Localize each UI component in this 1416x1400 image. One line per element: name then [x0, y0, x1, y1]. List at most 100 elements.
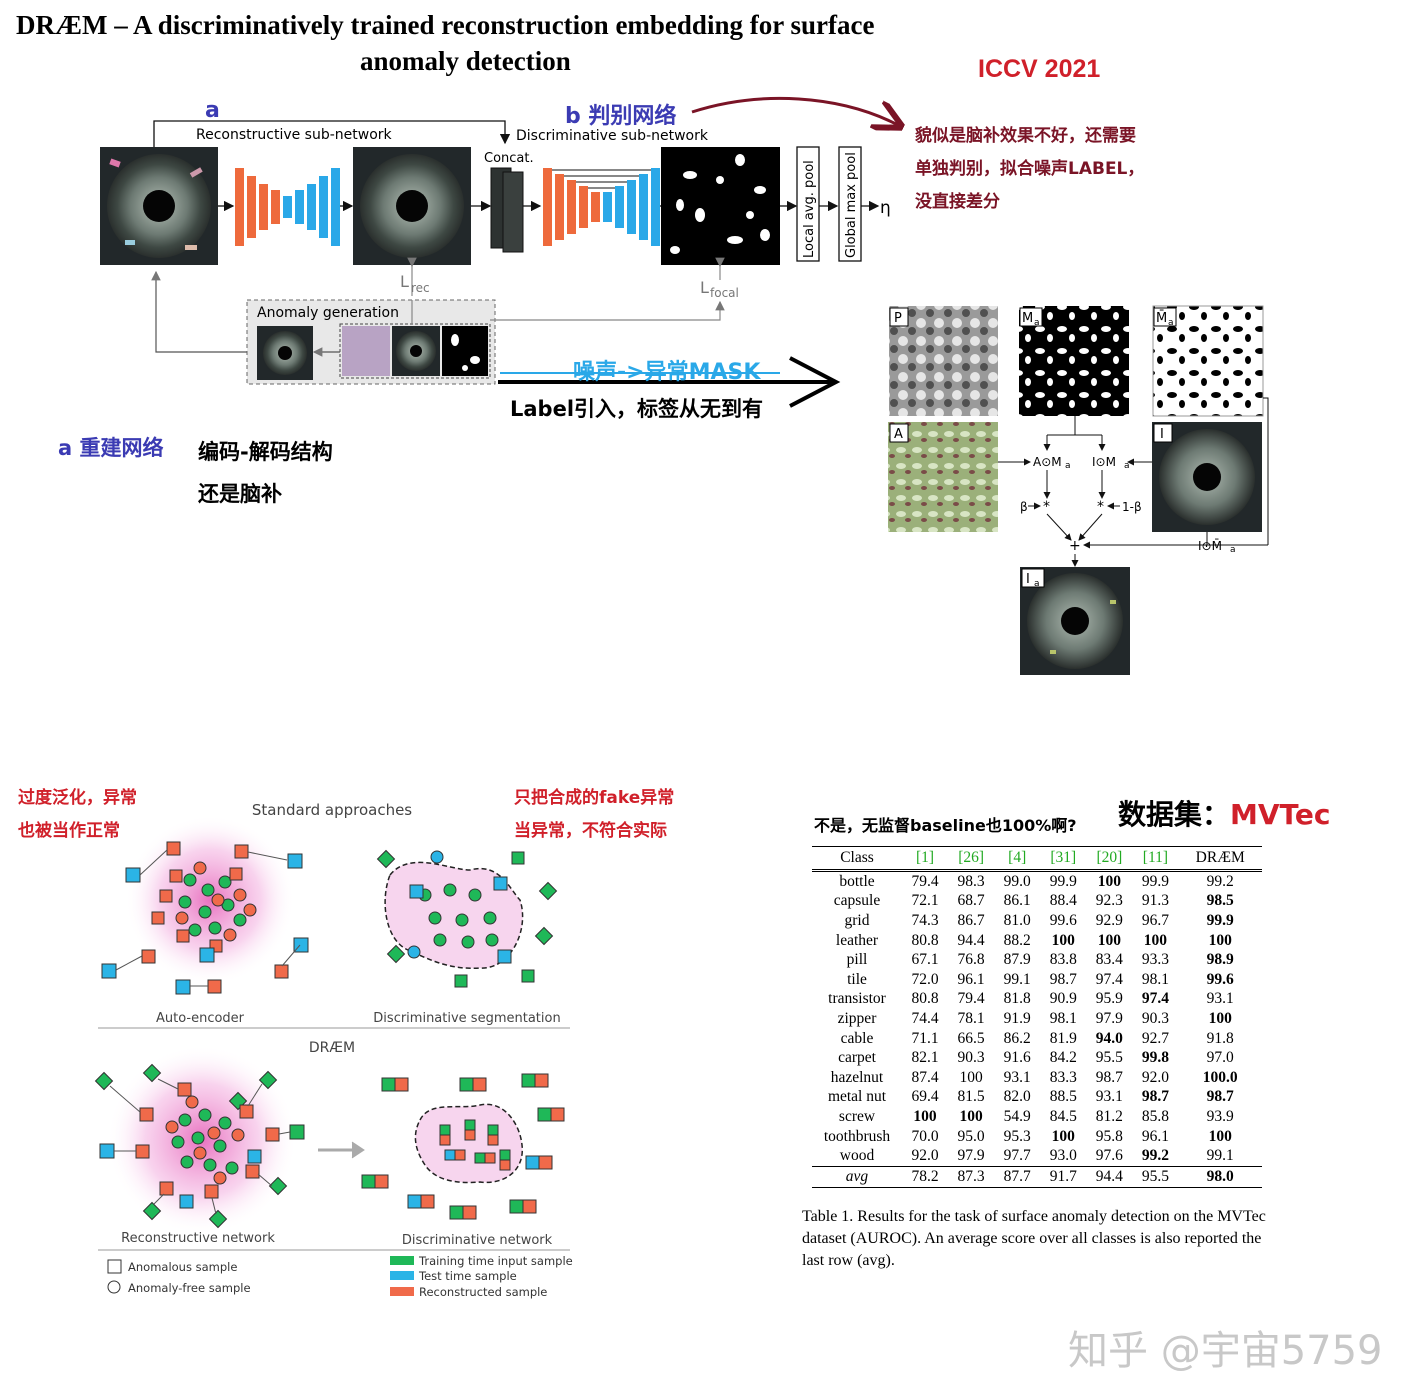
table-cell: 100	[959, 1068, 983, 1086]
table-cell: 67.1	[911, 951, 939, 969]
right-note: 只把合成的fake异常 当异常，不符合实际	[514, 782, 674, 848]
table-cell: 92.9	[1095, 911, 1123, 929]
table-cell: 72.0	[911, 970, 939, 988]
ma-label-subscript: a	[1034, 318, 1040, 328]
i-label: I	[1160, 427, 1164, 442]
table-cell: 91.9	[1003, 1009, 1031, 1027]
table-cell: 82.0	[1003, 1088, 1031, 1106]
table-cell: 95.8	[1095, 1127, 1123, 1145]
table-cell: 100	[959, 1107, 983, 1125]
table-cell: 91.8	[1206, 1029, 1234, 1047]
i-odot-mabar-subscript: a	[1230, 545, 1236, 555]
table-cell: 94.4	[1086, 1165, 1133, 1188]
ma-bar-label-subscript: a	[1168, 318, 1174, 328]
legend-circle-icon	[107, 1280, 121, 1294]
table-cell: 100.0	[1202, 1068, 1238, 1086]
ia-label: I	[1026, 572, 1030, 587]
table-cell: 84.2	[1049, 1049, 1077, 1067]
table-header-cell: DRÆM	[1178, 846, 1262, 872]
table-cell: 90.9	[1049, 990, 1077, 1008]
b-note: 貌似是脑补效果不好，还需要 单独判别，拟合噪声LABEL， 没直接差分	[915, 120, 1144, 219]
table-cell: hazelnut	[830, 1068, 884, 1086]
global-pool-box	[838, 146, 862, 262]
autoencoder-label: Auto-encoder	[156, 1011, 245, 1026]
table-cell: 100	[1208, 1009, 1232, 1027]
table-header-cell: [11]	[1132, 846, 1179, 872]
recon-net-label: Reconstructive network	[121, 1231, 275, 1246]
a-note-line1: 编码-解码结构	[198, 440, 333, 464]
table-cell: 86.2	[1003, 1029, 1031, 1047]
table-cell: 93.1	[1003, 1068, 1031, 1086]
paper-title-line1: DRÆM – A discriminatively trained recons…	[16, 10, 875, 40]
a-label: A	[894, 427, 903, 442]
table-cell: 87.4	[911, 1068, 939, 1086]
table-cell: 95.9	[1095, 990, 1123, 1008]
paper-title-line2: anomaly detection	[360, 46, 571, 76]
table-cell: 92.7	[1141, 1029, 1169, 1047]
table-cell: wood	[839, 1147, 875, 1165]
anomaly-generation-label: Anomaly generation	[257, 305, 399, 321]
i-odot-ma-label: I⊙M	[1092, 455, 1116, 469]
b-note-line1: 貌似是脑补效果不好，还需要	[915, 126, 1136, 146]
p-label: P	[894, 311, 902, 326]
table-cell: 84.5	[1049, 1107, 1077, 1125]
table-header-cell: [20]	[1086, 846, 1133, 872]
table-cell: toothbrush	[823, 1127, 891, 1145]
table-cell: carpet	[838, 1049, 876, 1067]
table-cell: 91.7	[1040, 1165, 1087, 1188]
table-header-cell: [26]	[948, 846, 995, 872]
table-cell: 92.0	[1141, 1068, 1169, 1086]
table-cell: 95.5	[1132, 1165, 1179, 1188]
table-caption: Table 1. Results for the task of surface…	[802, 1208, 1266, 1269]
table-cell: 54.9	[1003, 1107, 1031, 1125]
discriminative-network-layers	[543, 168, 660, 246]
legend-anomalous: Anomalous sample	[128, 1260, 237, 1274]
table-cell: screw	[838, 1107, 876, 1125]
table-cell: 93.0	[1049, 1147, 1077, 1165]
table-cell: 100	[1051, 1127, 1075, 1145]
right-note-line2: 当异常，不符合实际	[514, 821, 667, 841]
local-pool-box	[796, 146, 820, 262]
table-cell: 95.0	[957, 1127, 985, 1145]
dataset-name: MVTec	[1230, 798, 1331, 831]
table-cell: grid	[844, 911, 870, 929]
table-cell: 93.3	[1141, 951, 1169, 969]
a-note-line2: 还是脑补	[198, 482, 282, 506]
svg-text:*: *	[1043, 499, 1050, 515]
table-cell: 97.4	[1095, 970, 1123, 988]
disc-subnet-label: Discriminative sub-network	[516, 128, 709, 144]
beta-label: β	[1020, 500, 1028, 514]
table-cell: capsule	[833, 892, 881, 910]
table-question-note: 不是，无监督baseline也100%啊?	[814, 816, 1077, 835]
table-cell: 87.7	[994, 1165, 1041, 1188]
local-pool-label: Local avg. pool	[802, 160, 817, 258]
table-cell: 96.1	[957, 970, 985, 988]
table-cell: 87.3	[948, 1165, 995, 1188]
table-cell: 98.0	[1178, 1165, 1262, 1188]
table-cell: 83.3	[1049, 1068, 1077, 1086]
table-cell: 86.7	[957, 911, 985, 929]
table-cell: 81.2	[1095, 1107, 1123, 1125]
table-cell: 87.9	[1003, 951, 1031, 969]
disc-net-label: Discriminative network	[402, 1233, 553, 1248]
table-cell: 88.5	[1049, 1088, 1077, 1106]
standard-approaches-title: Standard approaches	[252, 801, 412, 819]
table-cell: metal nut	[827, 1088, 887, 1106]
left-note: 过度泛化，异常 也被当作正常	[18, 782, 137, 848]
global-pool-label: Global max pool	[844, 152, 859, 258]
table-cell: 88.4	[1049, 892, 1077, 910]
table-cell: 100	[1051, 931, 1075, 949]
table-cell: tile	[847, 970, 867, 988]
table-cell: cable	[840, 1029, 874, 1047]
output-mask	[661, 147, 780, 265]
l-rec-subscript: rec	[411, 281, 430, 295]
